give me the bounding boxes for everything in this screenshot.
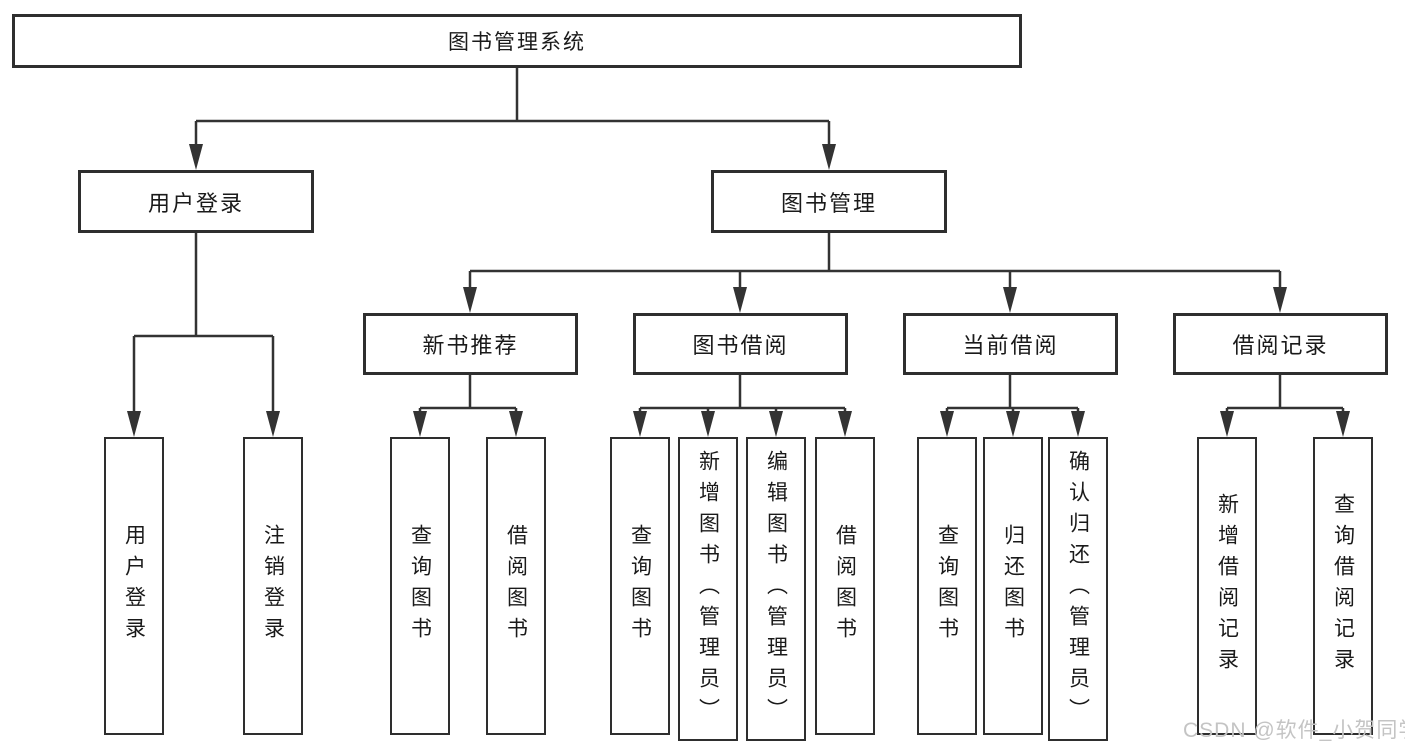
leaf-confirm-return-admin: 确认归还（管理员） bbox=[1048, 437, 1108, 741]
node-library-management-system: 图书管理系统 bbox=[12, 14, 1022, 68]
node-label: 归还图书 bbox=[1001, 524, 1025, 648]
watermark: CSDN @软件_小贺同学 bbox=[1183, 719, 1405, 742]
node-borrowing-records: 借阅记录 bbox=[1173, 313, 1388, 375]
leaf-query-borrow-record: 查询借阅记录 bbox=[1313, 437, 1373, 735]
leaf-query-books-current: 查询图书 bbox=[917, 437, 977, 735]
node-user-login: 用户登录 bbox=[78, 170, 314, 233]
leaf-return-books: 归还图书 bbox=[983, 437, 1043, 735]
leaf-query-books-recommend: 查询图书 bbox=[390, 437, 450, 735]
node-label: 编辑图书（管理员） bbox=[764, 449, 788, 729]
node-label: 借阅图书 bbox=[504, 524, 528, 648]
node-label: 注销登录 bbox=[261, 524, 285, 648]
arrow-down-icon bbox=[127, 144, 1350, 437]
node-label: 用户登录 bbox=[147, 190, 244, 216]
leaf-logout-login: 注销登录 bbox=[243, 437, 303, 735]
node-label: 借阅图书 bbox=[833, 524, 857, 648]
leaf-borrow-books-borrowing: 借阅图书 bbox=[815, 437, 875, 735]
node-label: 图书借阅 bbox=[692, 333, 789, 358]
node-label: 确认归还（管理员） bbox=[1066, 449, 1090, 729]
leaf-add-borrow-record: 新增借阅记录 bbox=[1197, 437, 1257, 735]
leaf-query-books-borrowing: 查询图书 bbox=[610, 437, 670, 735]
node-label: 用户登录 bbox=[122, 524, 146, 648]
node-label: 借阅记录 bbox=[1232, 333, 1329, 358]
node-label: 查询图书 bbox=[408, 524, 432, 648]
leaf-add-book-admin: 新增图书（管理员） bbox=[678, 437, 738, 741]
leaf-borrow-books-recommend: 借阅图书 bbox=[486, 437, 546, 735]
node-label: 查询图书 bbox=[935, 524, 959, 648]
node-new-book-recommendation: 新书推荐 bbox=[363, 313, 578, 375]
node-label: 图书管理 bbox=[780, 190, 877, 216]
node-current-borrowing: 当前借阅 bbox=[903, 313, 1118, 375]
node-label: 图书管理系统 bbox=[448, 31, 586, 54]
node-book-borrowing: 图书借阅 bbox=[633, 313, 848, 375]
node-label: 查询图书 bbox=[628, 524, 652, 648]
node-label: 当前借阅 bbox=[962, 333, 1059, 358]
node-label: 新增图书（管理员） bbox=[696, 449, 720, 729]
arrow-down-icons bbox=[127, 144, 1350, 437]
leaf-edit-book-admin: 编辑图书（管理员） bbox=[746, 437, 806, 741]
node-book-management: 图书管理 bbox=[711, 170, 947, 233]
node-label: 新书推荐 bbox=[422, 333, 519, 358]
leaf-user-login: 用户登录 bbox=[104, 437, 164, 735]
node-label: 新增借阅记录 bbox=[1215, 493, 1239, 679]
node-label: 查询借阅记录 bbox=[1331, 493, 1355, 679]
